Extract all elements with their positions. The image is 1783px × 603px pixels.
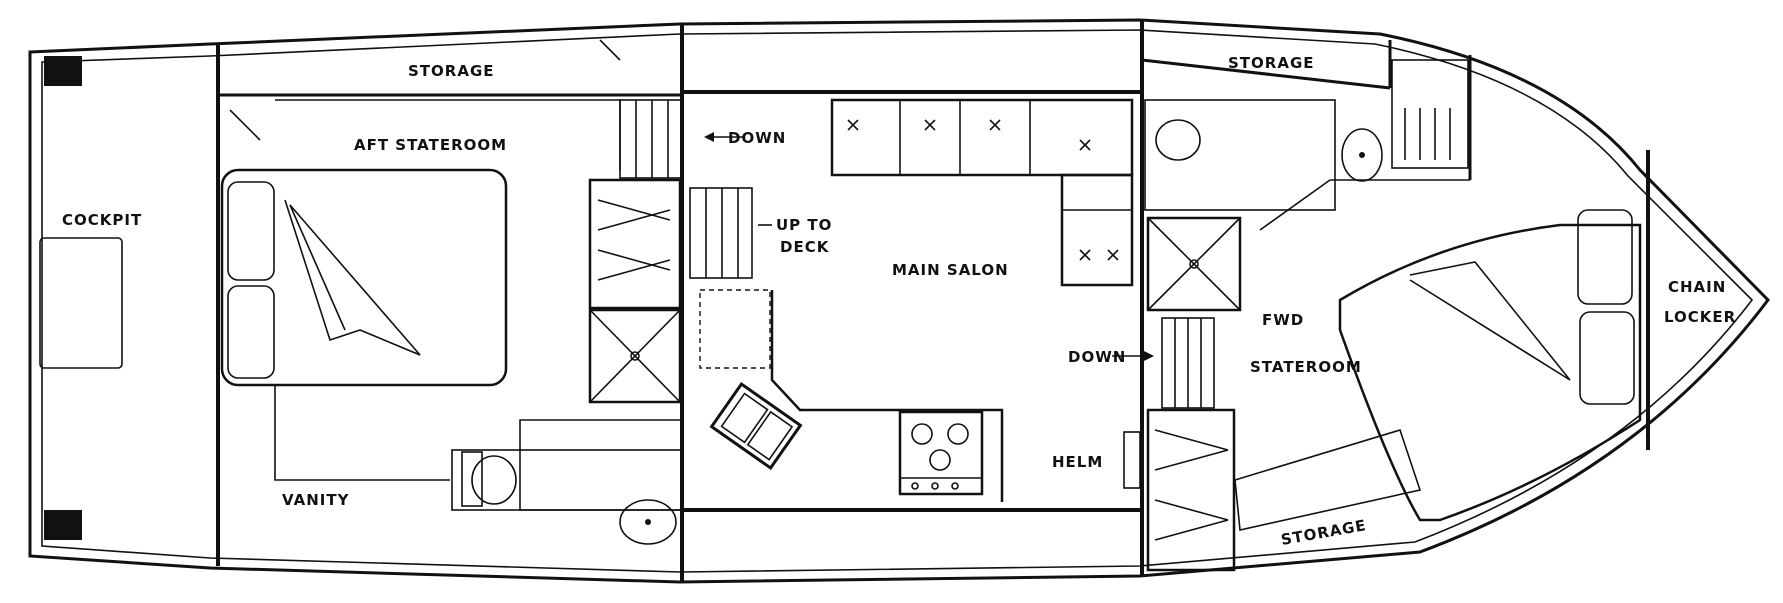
label-fwd-stateroom-2: STATEROOM <box>1250 358 1362 376</box>
fwd-sink-icon <box>1341 128 1383 182</box>
fwd-hatch <box>1146 216 1242 312</box>
fwd-pillow-1 <box>1577 209 1633 305</box>
label-fwd-stateroom-1: FWD <box>1262 311 1304 329</box>
aft-pillow-1 <box>227 181 275 281</box>
salon-settee-back <box>830 98 1134 177</box>
fwd-stairs <box>1146 59 1469 572</box>
label-storage-fwd-top: STORAGE <box>1228 54 1315 72</box>
label-vanity: VANITY <box>282 491 350 509</box>
hull-outline <box>28 18 1770 584</box>
label-cockpit: COCKPIT <box>62 211 142 229</box>
aft-toilet-icon <box>461 451 483 507</box>
label-storage-fwd-bottom: STORAGE <box>1280 516 1368 549</box>
label-storage-aft: STORAGE <box>408 62 495 80</box>
aft-sink-icon <box>619 499 677 545</box>
helm-seat-icon <box>1123 431 1141 489</box>
label-chain-locker-1: CHAIN <box>1668 278 1726 296</box>
aft-hatch <box>588 308 682 404</box>
label-down-aft: DOWN <box>728 129 786 147</box>
galley-sink-icon <box>709 381 803 471</box>
label-up-to-deck-1: UP TO <box>776 216 832 234</box>
fwd-toilet-icon <box>1155 119 1201 161</box>
fwd-pillow-2 <box>1579 311 1635 405</box>
cockpit-hatch <box>39 237 123 369</box>
label-up-to-deck-2: DECK <box>780 238 830 256</box>
bulkheads <box>216 20 1650 582</box>
fwd-head <box>1144 99 1383 312</box>
aft-berth <box>220 168 508 387</box>
stove-icon <box>898 410 984 496</box>
cockpit-area <box>39 237 123 369</box>
salon-settee-side <box>1060 173 1134 287</box>
aft-pillow-2 <box>227 285 275 379</box>
label-helm: HELM <box>1052 453 1103 471</box>
aft-stairs <box>588 99 683 404</box>
aft-head <box>451 419 683 545</box>
label-chain-locker-2: LOCKER <box>1664 308 1736 326</box>
down-arrow-aft <box>704 132 745 142</box>
label-aft-stateroom: AFT STATEROOM <box>354 136 507 154</box>
label-down-fwd: DOWN <box>1068 348 1126 366</box>
label-main-salon: MAIN SALON <box>892 261 1009 279</box>
vberth <box>1338 223 1642 522</box>
aft-stateroom <box>220 39 621 481</box>
down-arrow-fwd <box>1112 351 1154 361</box>
fwd-stateroom <box>1234 179 1642 531</box>
main-salon <box>689 98 1141 502</box>
